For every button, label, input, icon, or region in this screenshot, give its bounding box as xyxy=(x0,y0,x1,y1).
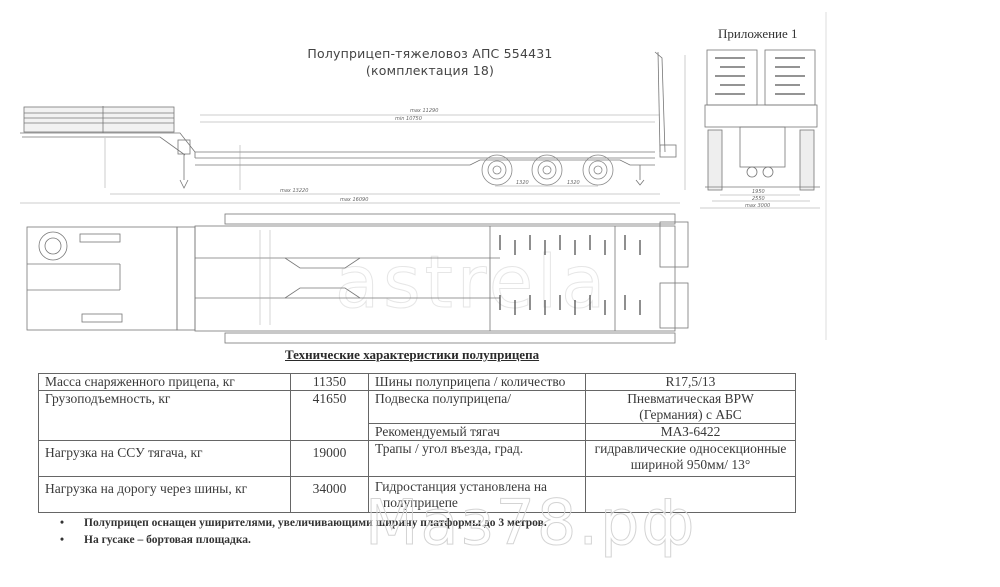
spec-value: 19000 xyxy=(290,440,369,477)
spec-label: Нагрузка на ССУ тягача, кг xyxy=(38,440,291,477)
drawing-title: Полуприцеп-тяжеловоз АПС 554431 (комплек… xyxy=(270,45,590,79)
side-view xyxy=(20,51,677,189)
top-view xyxy=(26,213,689,344)
dim-axle-2: 1320 xyxy=(567,180,580,186)
table-row: Нагрузка на дорогу через шины, кг 34000 … xyxy=(38,476,796,513)
spec-label: Подвеска полуприцепа/ xyxy=(368,390,586,424)
note-item: На гусаке – бортовая площадка. xyxy=(60,532,547,549)
appendix-label: Приложение 1 xyxy=(718,26,798,41)
spec-value: 11350 xyxy=(290,373,369,391)
table-row: Рекомендуемый тягач МАЗ-6422 xyxy=(39,423,796,441)
spec-value: МАЗ-6422 xyxy=(585,423,796,441)
spec-label: Шины полуприцепа / количество xyxy=(368,373,586,391)
spec-value-line1: гидравлические односекционные xyxy=(594,441,787,456)
spec-value: гидравлические односекционные шириной 95… xyxy=(585,440,796,477)
drawing-title-line1: Полуприцеп-тяжеловоз АПС 554431 xyxy=(307,46,553,61)
spec-value-line2: (Германия) с АБС xyxy=(639,407,742,422)
table-row: Грузоподъемность, кг 41650 Подвеска полу… xyxy=(38,390,796,441)
spec-label: Гидростанция установлена на полуприцепе xyxy=(368,476,586,513)
dim-rear-track: 1950 xyxy=(752,189,765,195)
dim-kingpin: max 13220 xyxy=(280,188,308,194)
watermark-bottom: Маз78.рф xyxy=(364,486,697,560)
spec-label-line2: полуприцепе xyxy=(383,495,458,510)
spec-value: Пневматическая BPW (Германия) с АБС xyxy=(585,390,796,424)
spec-label: Нагрузка на дорогу через шины, кг xyxy=(38,476,291,513)
dim-rear-width: 2550 xyxy=(752,196,765,202)
drawing-title-line2: (комплектация 18) xyxy=(365,63,495,78)
spec-label: Трапы / угол въезда, град. xyxy=(368,440,586,477)
dim-overall-length: max 16090 xyxy=(340,197,368,203)
spec-label: Грузоподъемность, кг xyxy=(38,390,291,441)
spec-label: Масса снаряженного прицепа, кг xyxy=(38,373,291,391)
specs-heading: Технические характеристики полуприцепа xyxy=(285,347,540,362)
dim-platform-inner: min 10750 xyxy=(395,116,422,122)
dim-axle-1: 1320 xyxy=(516,180,529,186)
spec-value: R17,5/13 xyxy=(585,373,796,391)
dim-platform-outer: max 11290 xyxy=(410,108,438,114)
rear-view xyxy=(704,49,820,191)
specs-table: Масса снаряженного прицепа, кг 11350 Шин… xyxy=(38,373,796,513)
spec-value: 41650 xyxy=(290,390,369,441)
spec-label: Рекомендуемый тягач xyxy=(368,423,586,441)
spec-value xyxy=(585,476,796,513)
spec-label-line1: Гидростанция установлена на xyxy=(375,479,548,494)
note-item: Полуприцеп оснащен уширителями, увеличив… xyxy=(60,515,547,532)
spec-value-line1: Пневматическая BPW xyxy=(627,391,754,406)
spec-value: 34000 xyxy=(290,476,369,513)
table-row: Нагрузка на ССУ тягача, кг 19000 Трапы /… xyxy=(38,440,796,477)
table-row: Масса снаряженного прицепа, кг 11350 Шин… xyxy=(38,373,796,391)
spec-value-line2: шириной 950мм/ 13° xyxy=(630,457,751,472)
dim-rear-max: max 3000 xyxy=(745,203,770,209)
trailer-technical-drawing: max 11290 min 10750 max 13220 max 16090 … xyxy=(20,12,827,344)
notes-list: Полуприцеп оснащен уширителями, увеличив… xyxy=(60,515,547,549)
watermark-middle: astrela xyxy=(334,240,610,325)
